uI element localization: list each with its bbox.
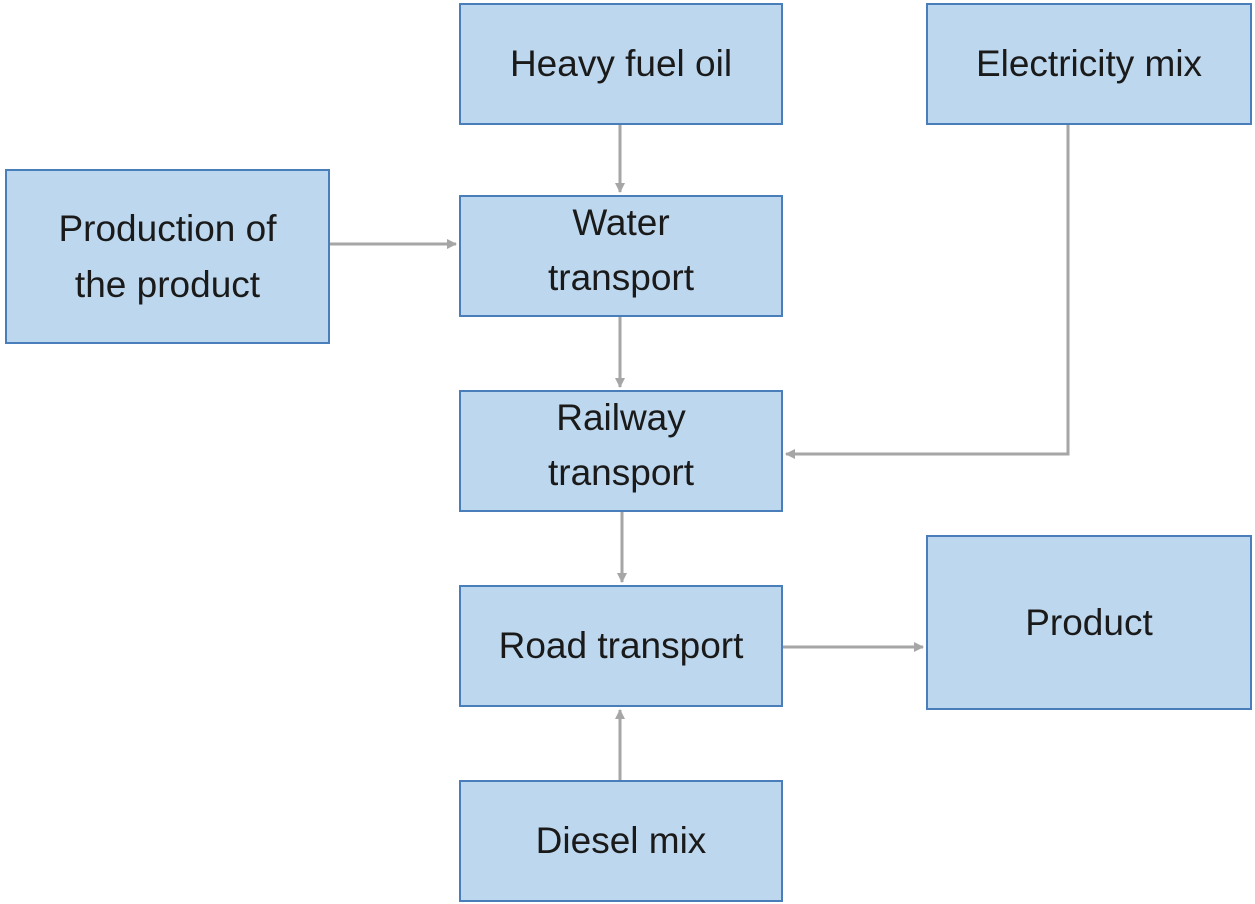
node-heavy-fuel-oil: Heavy fuel oil [459, 3, 783, 125]
node-production-of-the-product: Production of the product [5, 169, 330, 344]
node-label: Heavy fuel oil [509, 43, 733, 85]
node-railway-transport: Railway transport [459, 390, 783, 512]
node-diesel-mix: Diesel mix [459, 780, 783, 902]
node-label: Railway transport [547, 396, 694, 494]
node-label: Production of the product [58, 208, 277, 305]
node-electricity-mix: Electricity mix [926, 3, 1252, 125]
node-product: Product [926, 535, 1252, 710]
arrow-electricity-mix-to-railway-transport [785, 125, 1070, 459]
node-label: Water transport [547, 201, 694, 299]
node-label: Product [1025, 602, 1153, 643]
node-label: Electricity mix [975, 43, 1203, 85]
node-road-transport: Road transport [459, 585, 783, 707]
node-label: Diesel mix [535, 820, 707, 862]
node-water-transport: Water transport [459, 195, 783, 317]
node-label: Road transport [498, 625, 744, 667]
